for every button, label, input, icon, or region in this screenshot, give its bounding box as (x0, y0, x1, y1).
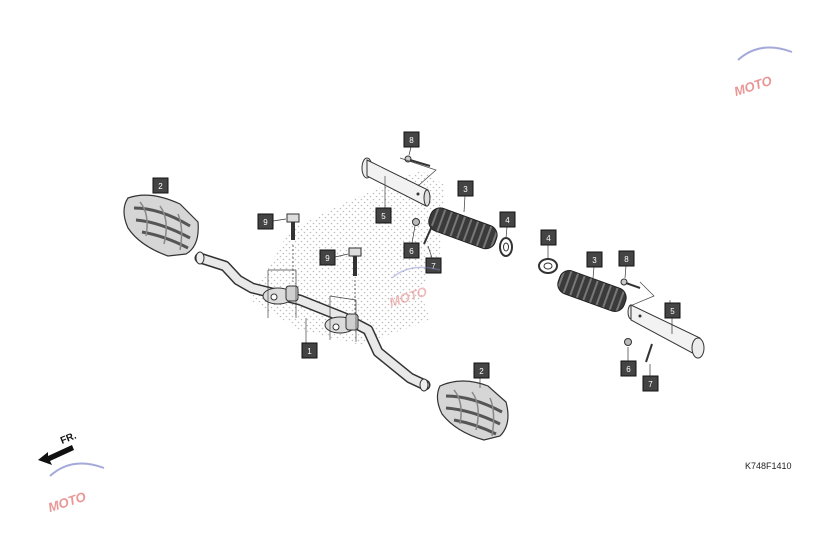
small-washer-upper (412, 218, 420, 226)
callout-6-lower: 6 (620, 347, 637, 377)
front-label: FR. (59, 430, 78, 446)
callout-label: 5 (670, 307, 675, 316)
callout-2-left: 2 (152, 177, 169, 194)
cotter-pin-upper (423, 225, 433, 245)
pivot-pin-upper (361, 157, 431, 207)
callout-9-left: 9 (257, 213, 287, 230)
callout-label: 7 (431, 262, 436, 271)
callout-7-lower: 7 (642, 364, 659, 392)
small-washer-lower (624, 338, 632, 346)
callout-9-right: 9 (319, 249, 349, 266)
callout-label: 6 (626, 365, 631, 374)
callout-label: 4 (546, 234, 551, 243)
washer-upper (499, 237, 513, 257)
cotter-pin-lower (645, 343, 653, 363)
callout-label: 3 (592, 256, 597, 265)
footpeg-left (123, 194, 199, 257)
callout-5-upper: 5 (375, 207, 392, 224)
logo-text: MOTO (732, 73, 774, 99)
grip-rubber-lower (557, 270, 627, 312)
callout-7-upper: 7 (425, 245, 442, 274)
bolt-left (286, 213, 300, 282)
callout-8-lower: 8 (618, 250, 635, 279)
callout-label: 6 (409, 247, 414, 256)
callout-1: 1 (301, 342, 318, 359)
watermark-logo-top: MOTO (732, 46, 793, 99)
callout-label: 7 (648, 380, 653, 389)
callout-3-lower: 3 (586, 251, 603, 279)
footpeg-right (436, 380, 509, 441)
callout-label: 2 (158, 182, 163, 191)
grip-rubber-upper (428, 207, 498, 250)
small-bolt-lower (620, 278, 641, 289)
pivot-pin-lower (627, 304, 705, 359)
callout-6-upper: 6 (403, 225, 420, 259)
callout-4-lower: 4 (540, 229, 557, 259)
callout-label: 5 (381, 212, 386, 221)
callout-label: 4 (505, 216, 510, 225)
callout-8-upper: 8 (403, 131, 420, 156)
frame-bar (194, 251, 431, 392)
logo-text: MOTO (46, 489, 88, 515)
callout-3-upper: 3 (457, 180, 474, 213)
callout-5-lower: 5 (664, 302, 681, 334)
callout-label: 8 (409, 136, 414, 145)
diagram-code: K748F1410 (745, 461, 792, 471)
callout-label: 1 (307, 347, 312, 356)
watermark-logo-bottom: MOTO (46, 462, 105, 515)
callout-label: 9 (325, 254, 330, 263)
callout-label: 8 (624, 255, 629, 264)
bolt-right (348, 247, 362, 316)
callout-label: 9 (263, 218, 268, 227)
washer-lower (538, 258, 558, 274)
callout-2-right: 2 (473, 362, 490, 379)
callout-label: 2 (479, 367, 484, 376)
callout-4-upper: 4 (499, 211, 516, 239)
front-arrow-icon: FR. (38, 430, 78, 465)
callout-label: 3 (463, 185, 468, 194)
